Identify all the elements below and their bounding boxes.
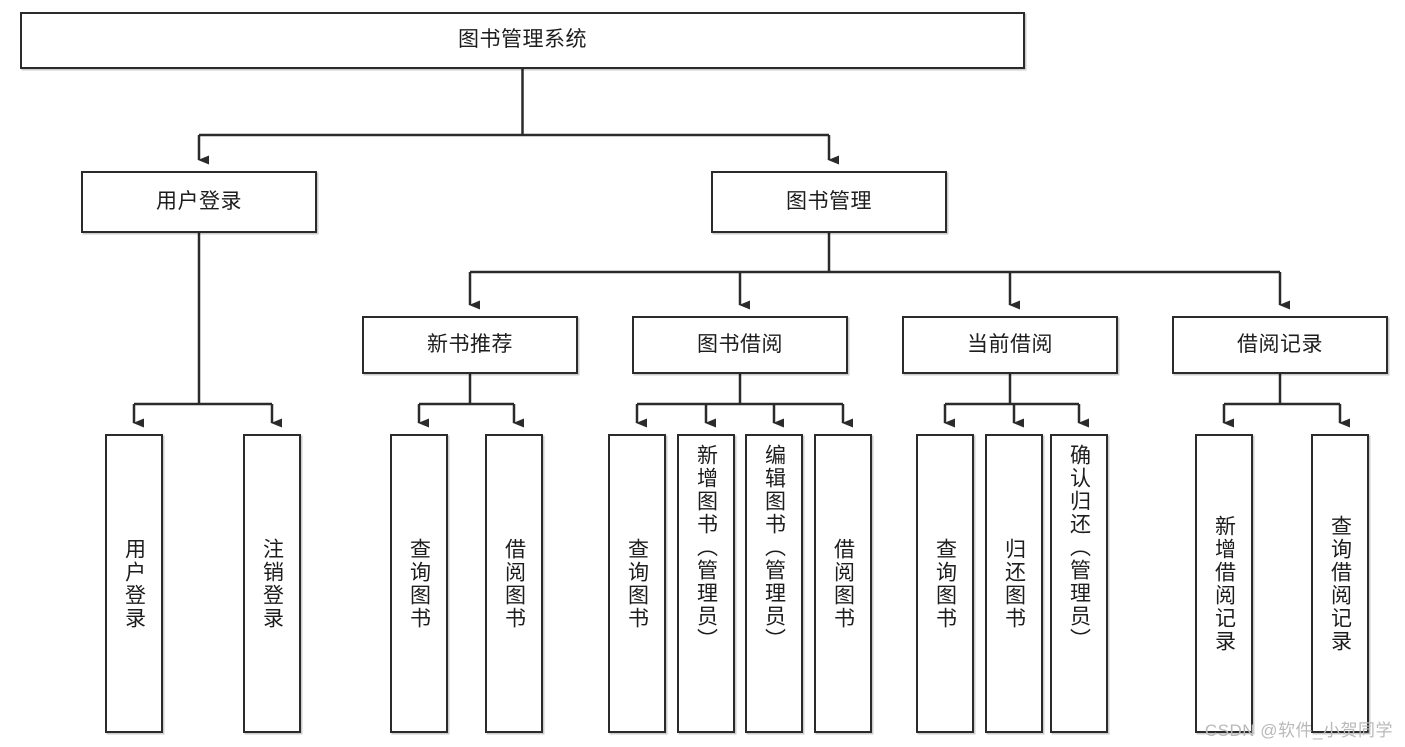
node-current-borrow[interactable]: 当前借阅: [902, 316, 1118, 374]
node-leaf-return-book[interactable]: 归还图书: [985, 434, 1043, 733]
node-label: 查询图书: [625, 537, 649, 630]
node-label: 用户登录: [122, 537, 146, 630]
node-book-borrow[interactable]: 图书借阅: [632, 316, 848, 374]
node-label: 查询图书: [933, 537, 957, 630]
node-user-login[interactable]: 用户登录: [81, 171, 317, 233]
node-book-management-system[interactable]: 图书管理系统: [20, 12, 1025, 69]
node-leaf-borrow-book[interactable]: 借阅图书: [814, 434, 872, 733]
watermark-text: CSDN @软件_小贺同学: [1204, 721, 1393, 740]
node-label: 借阅图书: [502, 537, 526, 630]
node-label: 注销登录: [260, 537, 284, 630]
node-label: 图书管理系统: [458, 28, 587, 52]
node-leaf-add-book-admin[interactable]: 新增图书（管理员）: [677, 434, 735, 733]
node-label: 新书推荐: [427, 332, 513, 356]
node-label: 新增图书（管理员）: [694, 444, 718, 651]
node-label: 确认归还（管理员）: [1067, 444, 1091, 651]
node-leaf-user-login[interactable]: 用户登录: [105, 434, 163, 733]
node-leaf-user-logout[interactable]: 注销登录: [243, 434, 301, 733]
node-leaf-add-borrow-record[interactable]: 新增借阅记录: [1195, 434, 1253, 733]
node-label: 当前借阅: [967, 332, 1053, 356]
node-label: 查询图书: [407, 537, 431, 630]
node-new-book-recommend[interactable]: 新书推荐: [362, 316, 578, 374]
node-leaf-query-book-current[interactable]: 查询图书: [916, 434, 974, 733]
node-leaf-edit-book-admin[interactable]: 编辑图书（管理员）: [745, 434, 803, 733]
node-leaf-query-book-recommend[interactable]: 查询图书: [390, 434, 448, 733]
node-book-management[interactable]: 图书管理: [711, 171, 947, 233]
node-label: 图书管理: [786, 189, 872, 213]
node-label: 借阅图书: [831, 537, 855, 630]
node-label: 图书借阅: [697, 332, 783, 356]
node-leaf-confirm-return-admin[interactable]: 确认归还（管理员）: [1050, 434, 1108, 733]
node-label: 归还图书: [1002, 537, 1026, 630]
node-leaf-query-borrow-record[interactable]: 查询借阅记录: [1311, 434, 1369, 733]
node-label: 用户登录: [156, 189, 242, 213]
node-leaf-borrow-book-recommend[interactable]: 借阅图书: [485, 434, 543, 733]
connector-lines: [132, 69, 1350, 428]
node-label: 借阅记录: [1237, 332, 1323, 356]
node-borrow-record[interactable]: 借阅记录: [1172, 316, 1388, 374]
node-leaf-query-book-borrow[interactable]: 查询图书: [608, 434, 666, 733]
node-label: 编辑图书（管理员）: [762, 444, 786, 651]
node-label: 查询借阅记录: [1328, 514, 1352, 653]
node-label: 新增借阅记录: [1212, 514, 1236, 653]
